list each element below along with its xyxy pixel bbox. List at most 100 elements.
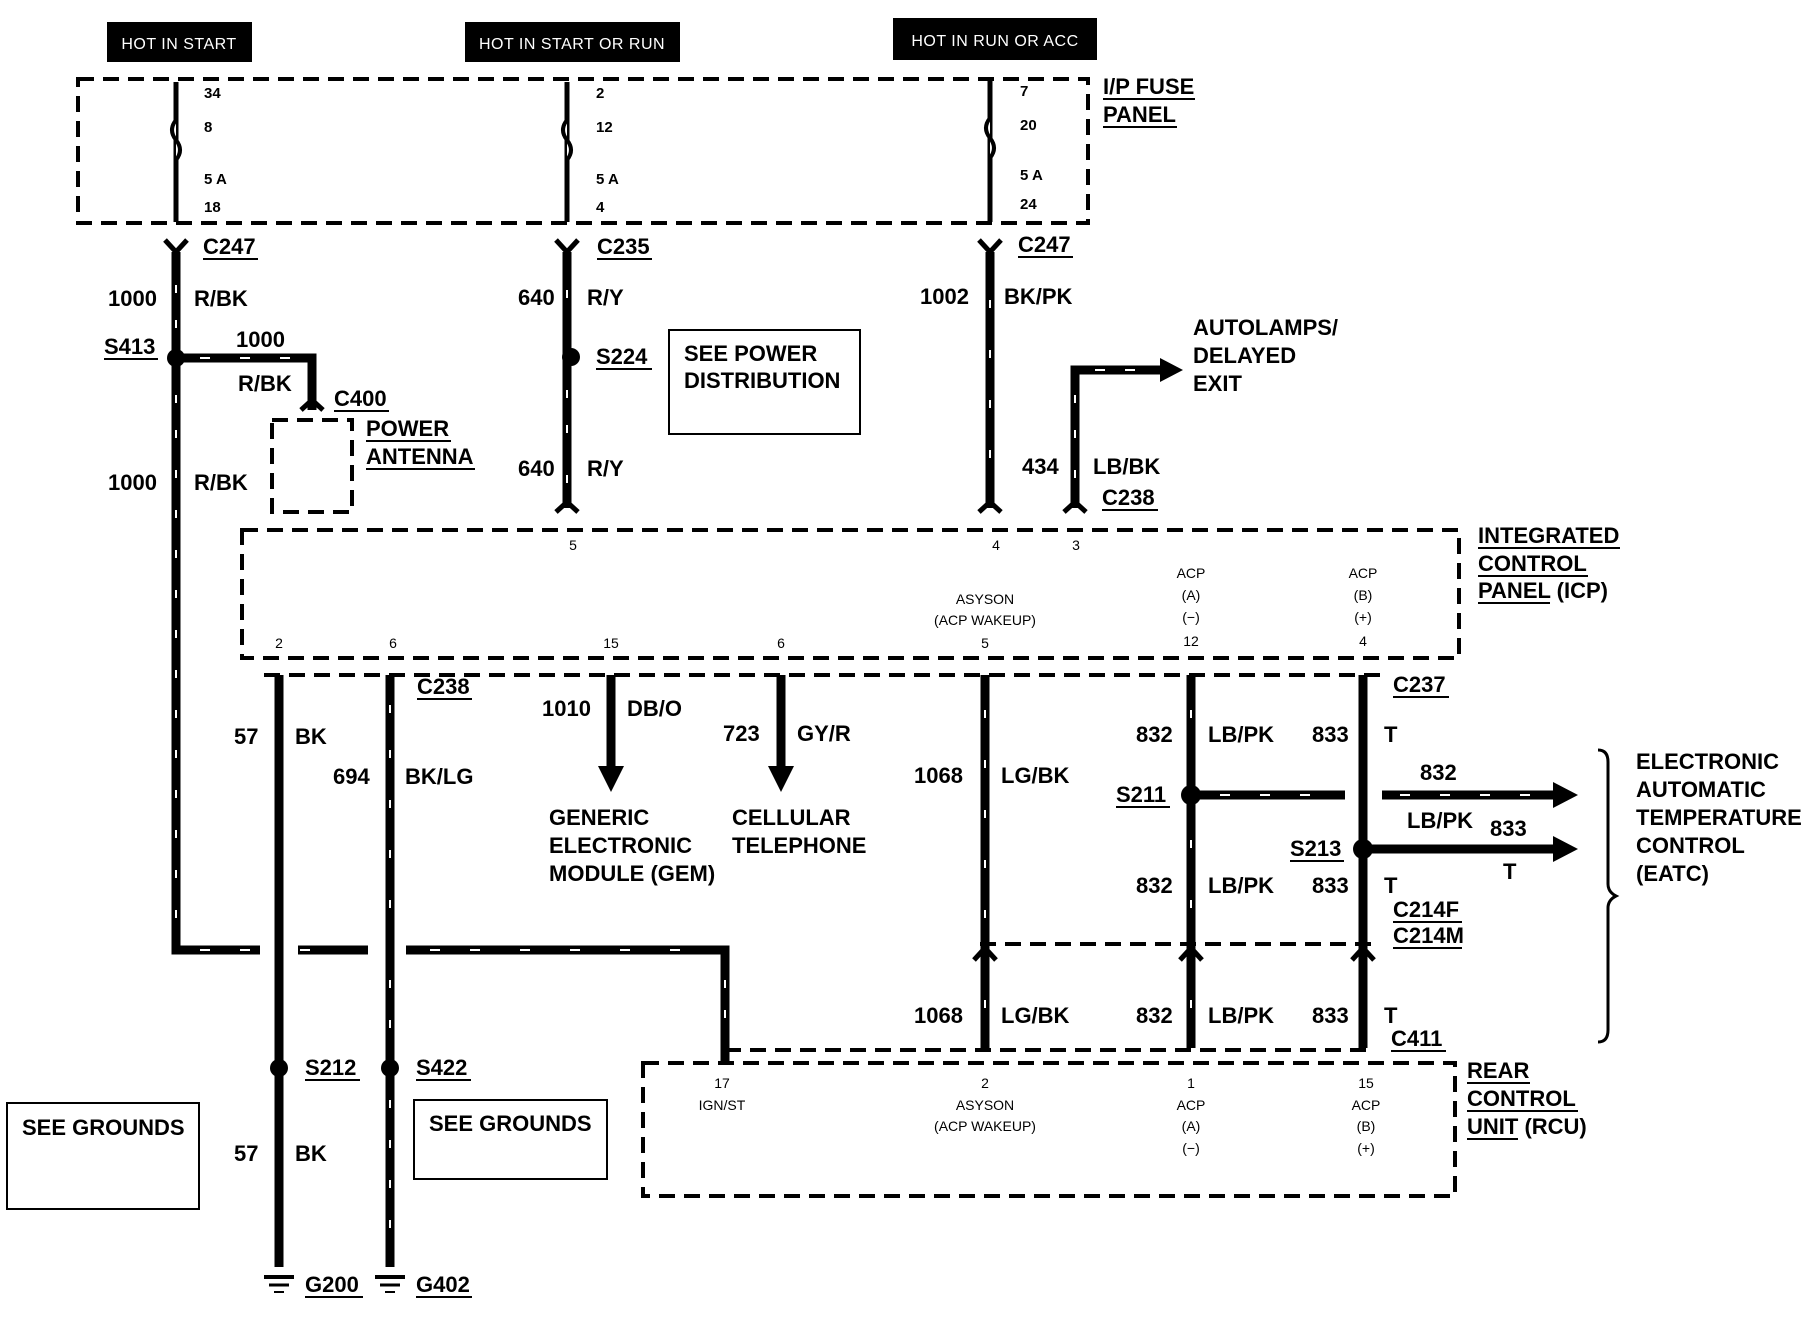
svg-text:ACP: ACP — [1349, 565, 1378, 581]
svg-text:LB/BK: LB/BK — [1093, 454, 1160, 479]
svg-text:HOT IN RUN OR ACC: HOT IN RUN OR ACC — [911, 33, 1078, 50]
svg-text:LB/PK: LB/PK — [1407, 808, 1473, 833]
svg-text:5 A: 5 A — [1020, 167, 1043, 184]
svg-text:57: 57 — [234, 1141, 258, 1166]
svg-text:SEE POWER: SEE POWER — [684, 341, 817, 366]
fuse-1: 34 8 5 A 18 — [170, 82, 227, 222]
svg-text:POWER: POWER — [366, 416, 449, 441]
wire-1068-lgbk: 1068 LG/BK 1068 LG/BK — [914, 675, 1070, 1048]
wire-57-bk: 57 BK 57 BK S212 — [234, 675, 360, 1267]
svg-text:S422: S422 — [416, 1055, 467, 1080]
svg-text:1000: 1000 — [108, 470, 157, 495]
svg-text:8: 8 — [204, 119, 212, 136]
svg-text:6: 6 — [389, 635, 397, 651]
svg-text:833: 833 — [1312, 1003, 1349, 1028]
svg-text:1002: 1002 — [920, 284, 969, 309]
svg-text:CONTROL: CONTROL — [1467, 1086, 1576, 1111]
see-grounds-box-right: SEE GROUNDS — [413, 1099, 608, 1180]
svg-text:R/BK: R/BK — [194, 470, 248, 495]
wire-640-ry: 640 R/Y 640 R/Y S224 — [518, 252, 652, 514]
svg-text:CONTROL: CONTROL — [1636, 833, 1745, 858]
svg-text:ELECTRONIC: ELECTRONIC — [549, 833, 692, 858]
svg-text:BK/PK: BK/PK — [1004, 284, 1073, 309]
svg-text:2: 2 — [981, 1075, 989, 1091]
svg-text:ASYSON: ASYSON — [956, 1097, 1014, 1113]
see-grounds-box-left: SEE GROUNDS — [6, 1102, 200, 1210]
svg-text:723: 723 — [723, 721, 760, 746]
svg-text:ACP: ACP — [1177, 565, 1206, 581]
svg-text:7: 7 — [1020, 83, 1028, 100]
svg-text:BK: BK — [295, 1141, 327, 1166]
svg-text:(EATC): (EATC) — [1636, 861, 1709, 886]
svg-text:S413: S413 — [104, 334, 155, 359]
wire-694-bklg: 694 BK/LG S422 — [333, 675, 473, 1267]
svg-text:IGN/ST: IGN/ST — [699, 1097, 746, 1113]
svg-text:C247: C247 — [203, 234, 256, 259]
wire-1000-rbk: 1000 R/BK 1000 R/BK 1000 R/BK S413 — [104, 252, 730, 1062]
svg-text:C400: C400 — [334, 386, 387, 411]
svg-text:57: 57 — [234, 724, 258, 749]
svg-text:C214F: C214F — [1393, 897, 1459, 922]
svg-text:DISTRIBUTION: DISTRIBUTION — [684, 368, 840, 393]
svg-text:833: 833 — [1312, 873, 1349, 898]
wire-833-to-eatc: 833 T — [1371, 816, 1578, 884]
svg-text:4: 4 — [992, 537, 1000, 553]
fuse-2: 2 12 5 A 4 — [561, 82, 619, 222]
svg-text:18: 18 — [204, 199, 221, 216]
svg-text:LG/BK: LG/BK — [1001, 1003, 1070, 1028]
svg-text:15: 15 — [1358, 1075, 1374, 1091]
svg-text:UNIT (RCU): UNIT (RCU) — [1467, 1114, 1587, 1139]
svg-text:G200: G200 — [305, 1272, 359, 1297]
svg-text:832: 832 — [1136, 1003, 1173, 1028]
svg-text:640: 640 — [518, 285, 555, 310]
svg-text:15: 15 — [603, 635, 619, 651]
svg-text:1068: 1068 — [914, 763, 963, 788]
svg-text:12: 12 — [596, 119, 613, 136]
svg-text:G402: G402 — [416, 1272, 470, 1297]
integrated-control-panel: 5 4 3 ASYSON (ACP WAKEUP) ACP (A) (−) AC… — [240, 523, 1620, 660]
svg-text:832: 832 — [1136, 873, 1173, 898]
svg-text:ACP: ACP — [1352, 1097, 1381, 1113]
svg-text:C411: C411 — [1391, 1026, 1442, 1051]
wire-1010-dbo: 1010 DB/O GENERIC ELECTRONIC MODULE (GEM… — [542, 675, 715, 886]
svg-text:S213: S213 — [1290, 836, 1341, 861]
svg-text:C214M: C214M — [1393, 923, 1464, 948]
svg-text:T: T — [1503, 859, 1517, 884]
ip-fuse-panel: I/P FUSE PANEL — [76, 74, 1195, 225]
svg-text:1: 1 — [1187, 1075, 1195, 1091]
wire-832-lbpk: 832 LB/PK 832 LB/PK 832 LB/PK S211 — [1116, 675, 1345, 1048]
svg-text:DB/O: DB/O — [627, 696, 682, 721]
svg-text:C237: C237 — [1393, 672, 1446, 697]
wire-723-gyr: 723 GY/R CELLULAR TELEPHONE — [723, 675, 866, 858]
svg-text:CONTROL: CONTROL — [1478, 551, 1587, 576]
svg-text:(ACP WAKEUP): (ACP WAKEUP) — [934, 1118, 1036, 1134]
svg-text:INTEGRATED: INTEGRATED — [1478, 523, 1619, 548]
connector-c247-right: C247 — [977, 232, 1073, 258]
svg-text:C238: C238 — [1102, 485, 1155, 510]
svg-text:832: 832 — [1136, 722, 1173, 747]
svg-text:1068: 1068 — [914, 1003, 963, 1028]
wire-1002-bkpk: 1002 BK/PK — [920, 252, 1073, 514]
svg-text:PANEL: PANEL — [1103, 102, 1176, 127]
svg-text:1000: 1000 — [108, 286, 157, 311]
svg-text:I/P FUSE: I/P FUSE — [1103, 74, 1194, 99]
svg-text:(B): (B) — [1357, 1118, 1376, 1134]
svg-text:GENERIC: GENERIC — [549, 805, 649, 830]
svg-text:T: T — [1384, 873, 1398, 898]
svg-text:R/Y: R/Y — [587, 456, 624, 481]
svg-text:6: 6 — [777, 635, 785, 651]
svg-text:(ACP WAKEUP): (ACP WAKEUP) — [934, 612, 1036, 628]
svg-text:5: 5 — [981, 635, 989, 651]
svg-text:2: 2 — [596, 85, 604, 102]
svg-text:640: 640 — [518, 456, 555, 481]
svg-text:REAR: REAR — [1467, 1058, 1529, 1083]
svg-text:HOT IN START: HOT IN START — [121, 36, 236, 53]
svg-text:TEMPERATURE: TEMPERATURE — [1636, 805, 1802, 830]
svg-text:LG/BK: LG/BK — [1001, 763, 1070, 788]
svg-text:C247: C247 — [1018, 232, 1071, 257]
svg-text:4: 4 — [1359, 633, 1367, 649]
svg-text:MODULE (GEM): MODULE (GEM) — [549, 861, 715, 886]
see-power-distribution-box: SEE POWER DISTRIBUTION — [668, 329, 861, 435]
svg-text:17: 17 — [714, 1075, 730, 1091]
svg-text:C238: C238 — [417, 674, 470, 699]
